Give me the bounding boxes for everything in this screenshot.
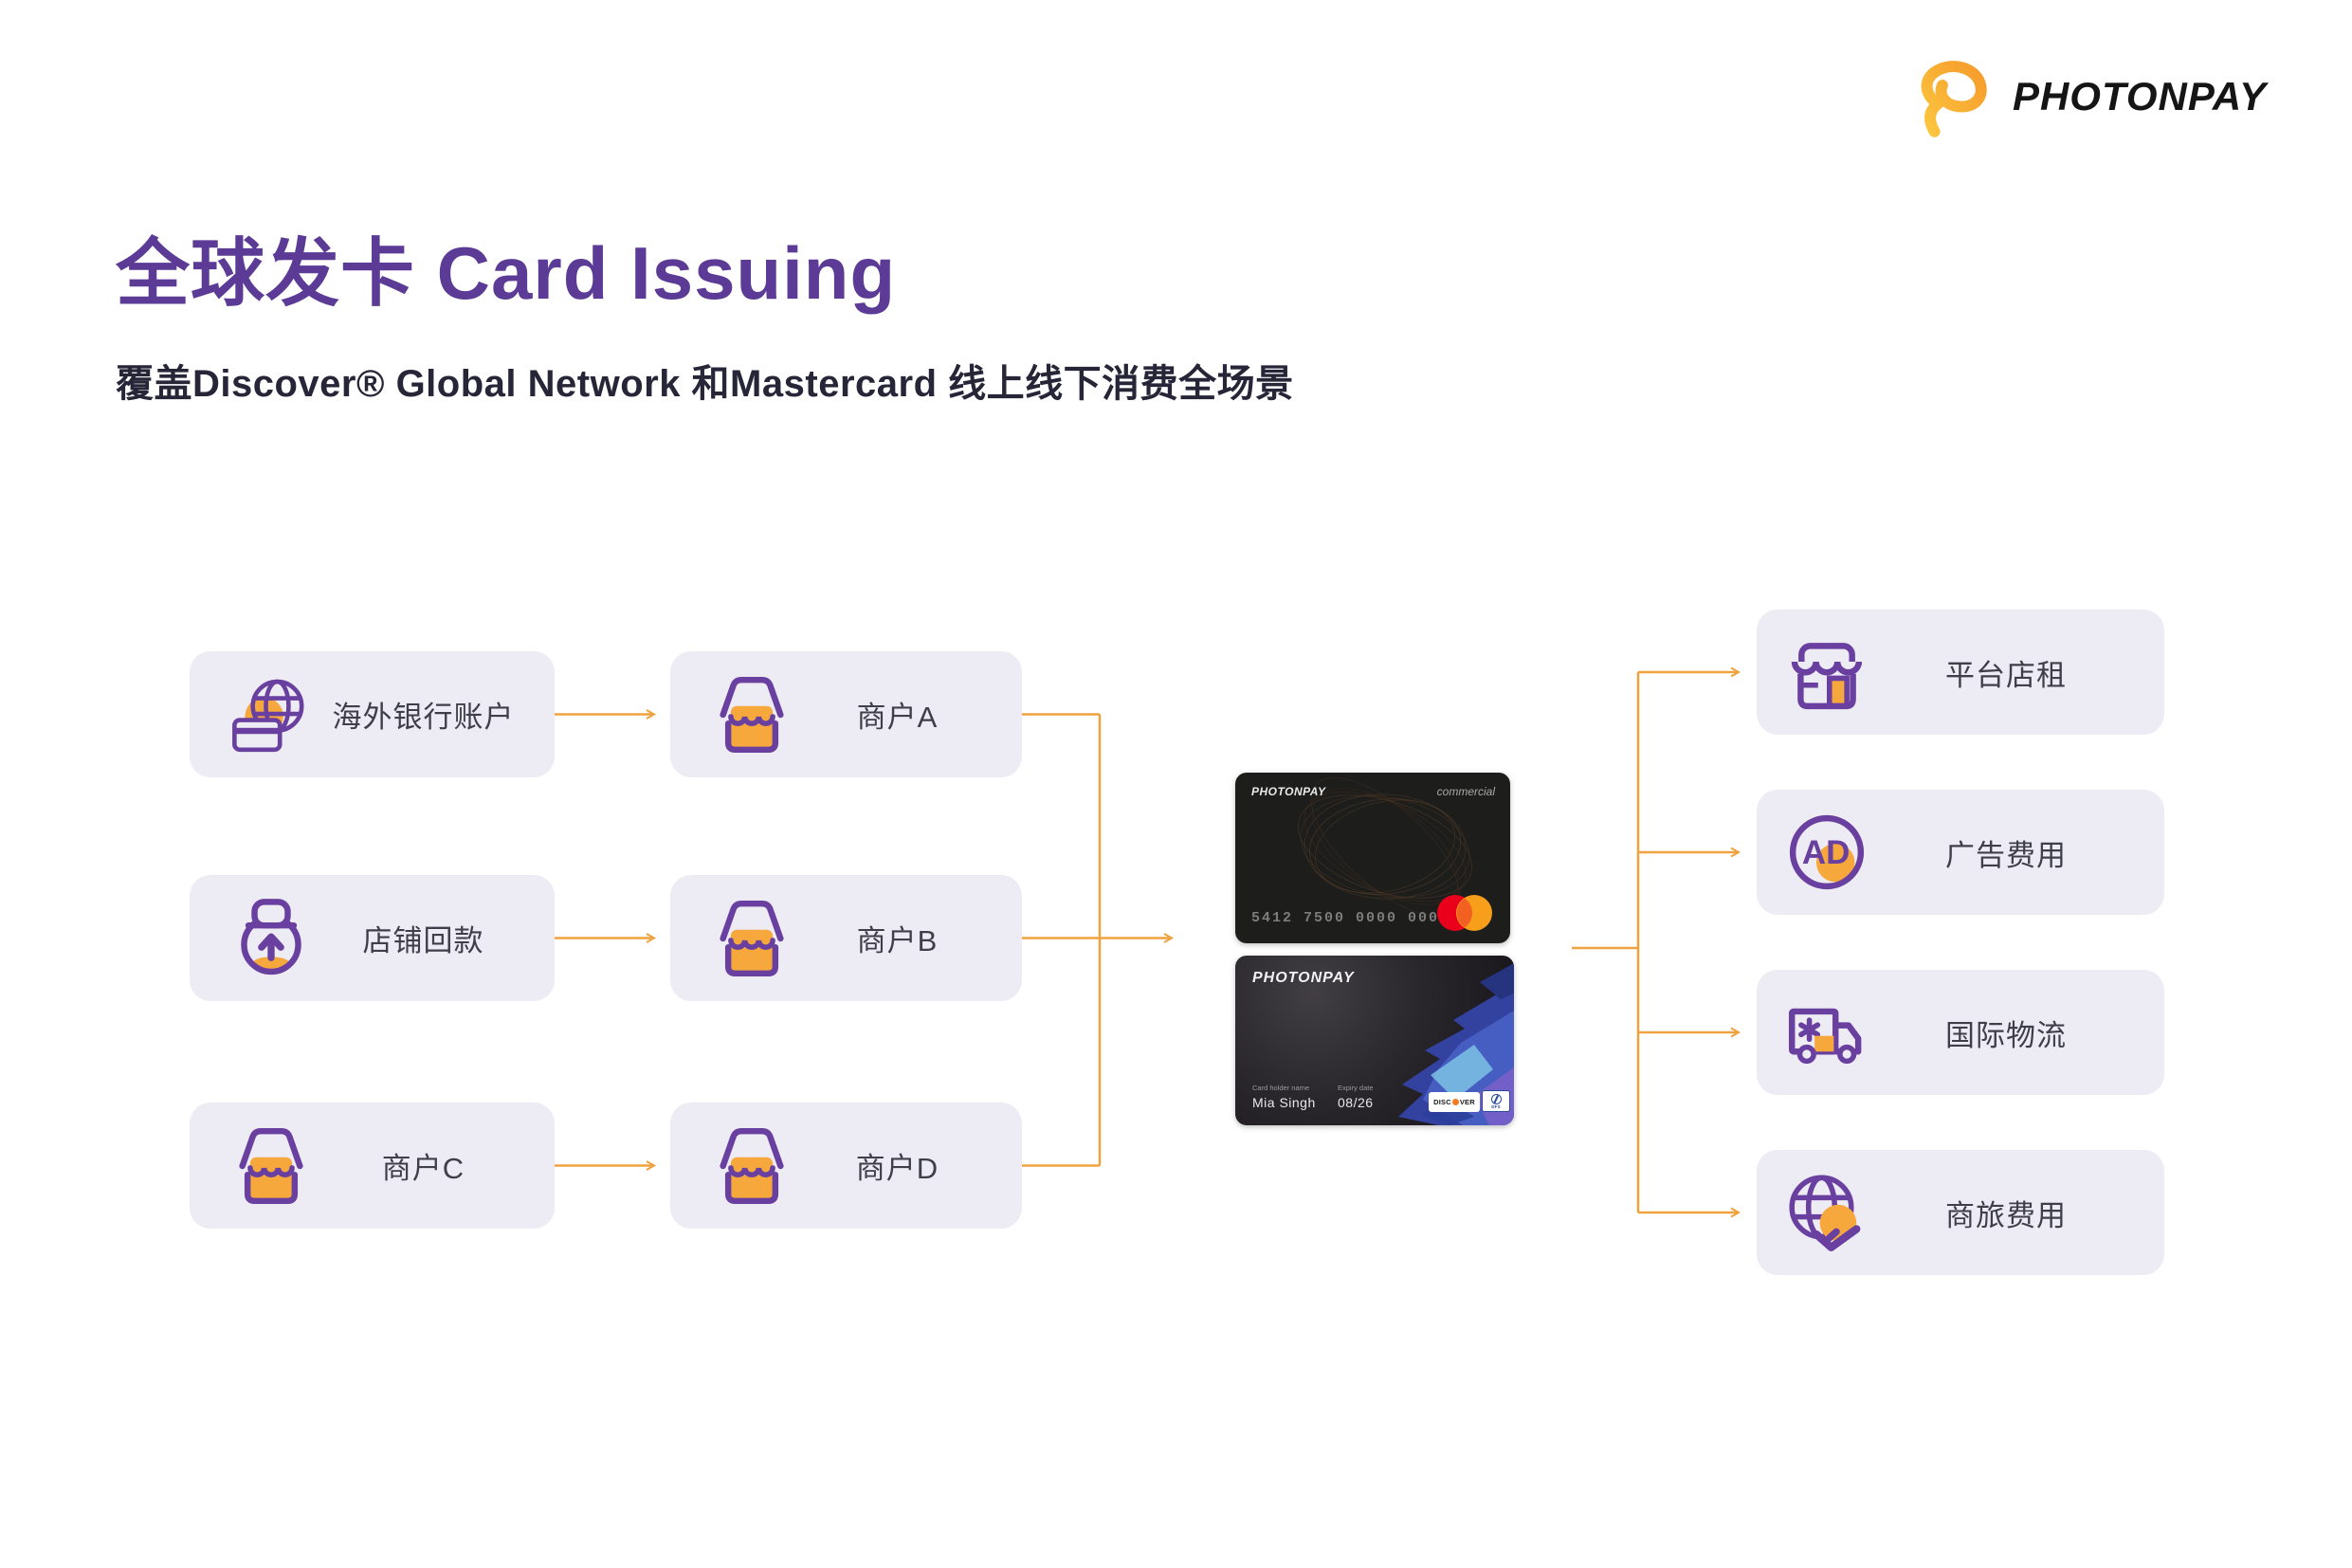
card-holder-field: Card holder name Mia Singh — [1252, 1084, 1316, 1112]
node-label: 国际物流 — [1945, 1018, 2067, 1052]
mastercard-logo — [1437, 895, 1492, 931]
node-label: 商户B — [856, 924, 939, 957]
shop-icon — [708, 1122, 795, 1210]
node-label: 商户D — [855, 1152, 939, 1185]
card-expiry-field: Expiry date 08/26 — [1338, 1084, 1374, 1112]
storefront-icon — [1783, 629, 1870, 716]
node-shop-payback: 店铺回款 — [190, 875, 555, 1001]
node-merchant-b: 商户B — [670, 875, 1022, 1001]
node-label: 店铺回款 — [362, 924, 484, 957]
node-label: 商旅费用 — [1945, 1198, 2067, 1232]
photonpay-logo: PHOTONPAY — [1906, 53, 2267, 140]
node-platform-rent: 平台店租 — [1757, 610, 2164, 735]
card-number: 5412 7500 0000 0000 — [1251, 910, 1450, 926]
money-pot-icon — [228, 895, 315, 982]
card-brand: PHOTONPAY — [1252, 970, 1355, 986]
page-title: 全球发卡 Card Issuing — [116, 231, 897, 315]
discover-orange-dot — [1451, 1099, 1459, 1105]
node-label: 海外银行账户 — [332, 701, 515, 734]
discover-logo: DISC VER — [1429, 1092, 1480, 1112]
ad-circle-icon — [1783, 809, 1870, 896]
shop-icon — [708, 895, 795, 982]
node-overseas-bank-account: 海外银行账户 — [190, 651, 555, 777]
card-expiry-value: 08/26 — [1338, 1095, 1374, 1110]
card-brand: PHOTONPAY — [1251, 785, 1326, 798]
globe-card-icon — [228, 671, 315, 758]
discover-logo-text: VER — [1459, 1098, 1475, 1106]
node-ad-spend: 广告费用 — [1757, 790, 2164, 915]
node-label: 商户C — [381, 1152, 465, 1185]
photonpay-mastercard-card: PHOTONPAY commercial 5412 7500 0000 0000 — [1235, 773, 1510, 943]
photonpay-swirl-icon — [1921, 61, 1987, 137]
truck-icon — [1783, 989, 1870, 1076]
card-expiry-label: Expiry date — [1338, 1084, 1374, 1092]
logo-text: PHOTONPAY — [2012, 74, 2267, 119]
network-logo-text: DFS — [1491, 1103, 1501, 1109]
shop-icon — [708, 671, 795, 758]
card-holder-label: Card holder name — [1252, 1084, 1310, 1092]
node-intl-logistics: 国际物流 — [1757, 970, 2164, 1095]
shop-icon — [228, 1122, 315, 1210]
node-label: 商户A — [856, 701, 939, 734]
card-type-label: commercial — [1436, 785, 1495, 798]
node-label: 平台店租 — [1945, 658, 2067, 692]
card-holder-name: Mia Singh — [1252, 1095, 1316, 1110]
network-globe-icon — [1490, 1093, 1502, 1104]
node-merchant-a: 商户A — [670, 651, 1022, 777]
photonpay-discover-card: PHOTONPAY Card holder name Mia Singh Exp… — [1235, 956, 1514, 1125]
globe-plane-icon — [1783, 1169, 1870, 1256]
node-merchant-d: 商户D — [670, 1103, 1022, 1229]
node-label: 广告费用 — [1945, 838, 2067, 872]
node-merchant-c: 商户C — [190, 1103, 555, 1229]
page-subtitle: 覆盖Discover® Global Network 和Mastercard 线… — [116, 363, 1294, 405]
node-business-travel: 商旅费用 — [1757, 1150, 2164, 1275]
network-logo: DFS — [1482, 1090, 1510, 1112]
discover-logo-text: DISC — [1433, 1098, 1451, 1106]
